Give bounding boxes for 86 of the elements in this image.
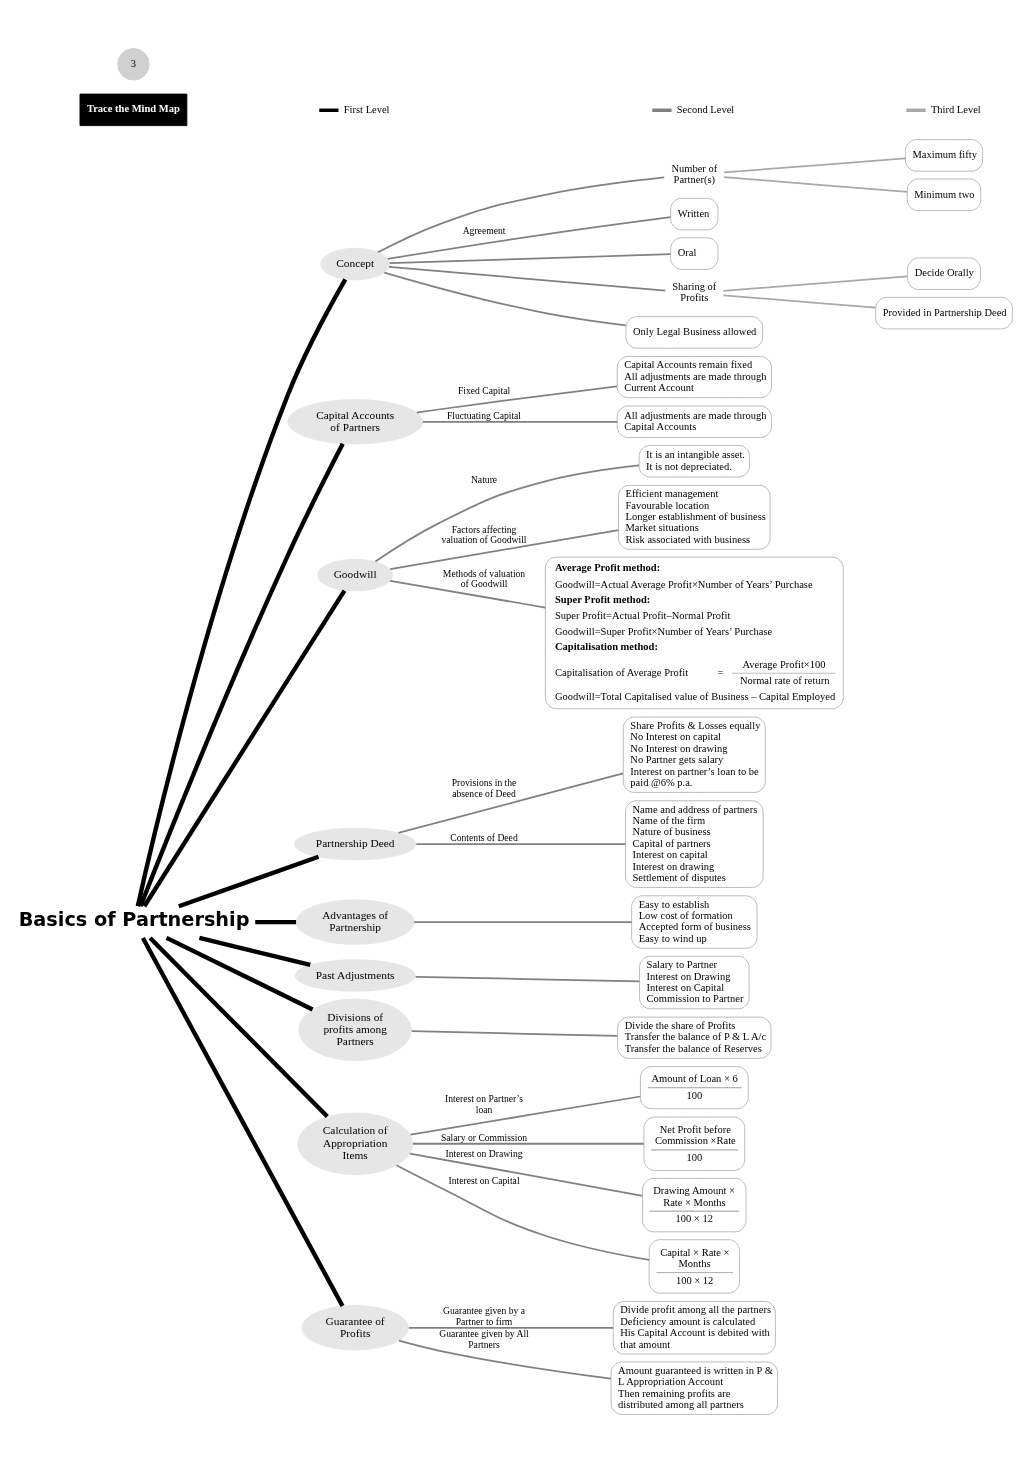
node-ellipse: Goodwill: [317, 558, 394, 592]
node-box: Provided in Partnership Deed: [875, 296, 1013, 330]
node-ellipse: Partnership Deed: [293, 827, 417, 861]
node-box: Salary to Partner Interest on Drawing Interest on Capital Commission to Partner: [639, 955, 750, 1010]
connector: [414, 975, 641, 983]
node-box: Written: [670, 197, 719, 231]
connector: [389, 580, 547, 609]
connector: [165, 935, 314, 1012]
node-ellipse: Capital Accounts of Partners: [287, 399, 424, 445]
edge-label: Contents of Deed: [450, 832, 518, 844]
connector: [723, 176, 909, 193]
connector: [407, 1326, 615, 1329]
node-ellipse: Advantages of Partnership: [295, 899, 415, 945]
node-box: Decide Orally: [907, 257, 981, 290]
connector: [409, 1095, 642, 1136]
node-box: Share Profits & Losses equally No Interest on capital No Interest on drawing No Partner gets salary Interest on partner’s loan to be paid @6% p.a.: [622, 716, 766, 793]
connector: [255, 919, 297, 925]
node-ellipse: Past Adjustments: [294, 959, 416, 992]
node-text: Sharing of Profits: [672, 280, 717, 304]
edge-label: Interest on Drawing: [445, 1147, 523, 1159]
connector: [374, 464, 640, 563]
edge-label: Guarantee given by a Partner to firm: [443, 1305, 526, 1327]
node-ellipse: Divisions of profits among Partners: [298, 998, 412, 1062]
node-box: Divide the share of Profits Transfer the balance of P & L A/c Transfer the balance of Reserves: [617, 1016, 772, 1059]
connector: [409, 1152, 644, 1197]
edge-label: Salary or Commission: [440, 1131, 528, 1143]
connector: [415, 385, 618, 414]
node-ellipse: Guarantee of Profits: [301, 1305, 409, 1351]
legend-label: Third Level: [930, 103, 981, 115]
node-ellipse: Calculation of Appropriation Items: [297, 1112, 413, 1176]
edge-label: Nature: [470, 473, 498, 485]
node-box: All adjustments are made through Capital Accounts: [616, 405, 772, 438]
edge-label: Provisions in the absence of Deed: [451, 777, 517, 799]
connector: [377, 176, 666, 254]
edge-label: Guarantee given by All Partners: [439, 1328, 529, 1350]
connector: [397, 772, 624, 834]
connector: [386, 216, 672, 260]
node-box: Maximum fifty: [905, 139, 984, 172]
connector: [178, 854, 320, 909]
connector: [421, 420, 619, 423]
node-box: It is an intangible asset. It is not depreciated.: [638, 445, 750, 478]
connector: [412, 1142, 645, 1145]
edge-label: Interest on Partner’s loan: [445, 1093, 523, 1115]
node-box: Net Profit before Commission ×Rate 100: [643, 1116, 746, 1171]
connector: [410, 1030, 619, 1037]
connector: [389, 529, 620, 571]
node-box: Amount guaranteed is written in P & L Appropriation Account Then remaining profits are distributed among all partners: [610, 1361, 778, 1415]
node-text: Number of Partner(s): [671, 162, 718, 186]
connector: [395, 1164, 650, 1261]
edge-label: Factors affecting valuation of Goodwill: [441, 523, 527, 546]
node-text: Basics of Partnership: [18, 908, 250, 932]
node-ellipse: Concept: [320, 247, 391, 281]
node-box: Amount of Loan × 6 100: [640, 1066, 749, 1110]
edge-label: Fluctuating Capital: [447, 409, 522, 421]
node-box: Minimum two: [906, 178, 982, 212]
node-box: Efficient management Favourable location Longer establishment of business Market situations Risk associated with business: [618, 484, 771, 550]
connector: [388, 266, 667, 292]
edge-label: Interest on Capital: [448, 1174, 520, 1186]
node-box: Average Profit method: Goodwill=Actual Average Profit×Number of Years’ Purchase Super Profit method: Super Profit=Actual Profit–Normal Profit Goodwill=Super Profit×Number of Years’ Purchase Capitalisation method: Capitalisation of Average Profit = Average Profit×100 Normal rate of return Goodwill=Total Capitalised value of Business – Capital Employed: [544, 556, 844, 710]
node-box: Easy to establish Low cost of formation Accepted form of business Easy to wind up: [631, 895, 758, 949]
connector: [148, 936, 329, 1119]
connector: [388, 253, 672, 264]
connector: [141, 936, 345, 1308]
edge-label: Methods of valuation of Goodwill: [442, 567, 526, 590]
connector: [722, 294, 877, 309]
node-box: Capital × Rate × Months 100 × 12: [648, 1239, 740, 1294]
connector: [413, 921, 633, 923]
node-box: Divide profit among all the partners Deficiency amount is calculated His Capital Account is debited with that amount: [612, 1301, 776, 1355]
connector: [383, 271, 627, 327]
node-box: Oral: [670, 237, 719, 270]
node-box: Drawing Amount × Rate × Months 100 × 12: [642, 1177, 747, 1233]
connector: [142, 589, 347, 908]
edge-label: Fixed Capital: [457, 385, 511, 397]
legend-label: Second Level: [676, 103, 735, 115]
connector: [415, 843, 627, 845]
edge-label: Agreement: [462, 225, 506, 237]
label: Trace the Mind Map: [86, 102, 180, 114]
connector: [723, 157, 906, 174]
connector: [398, 1339, 612, 1380]
node-box: Capital Accounts remain fixed All adjustments are made through Current Account: [616, 356, 772, 399]
node-box: Only Legal Business allowed: [625, 316, 764, 349]
label: 3: [130, 57, 137, 69]
node-box: Name and address of partners Name of the firm Nature of business Capital of partners Interest on capital Interest on drawing Settlement of disputes: [625, 800, 764, 888]
connector: [198, 935, 311, 967]
legend-label: First Level: [343, 103, 390, 115]
connector: [722, 275, 909, 292]
